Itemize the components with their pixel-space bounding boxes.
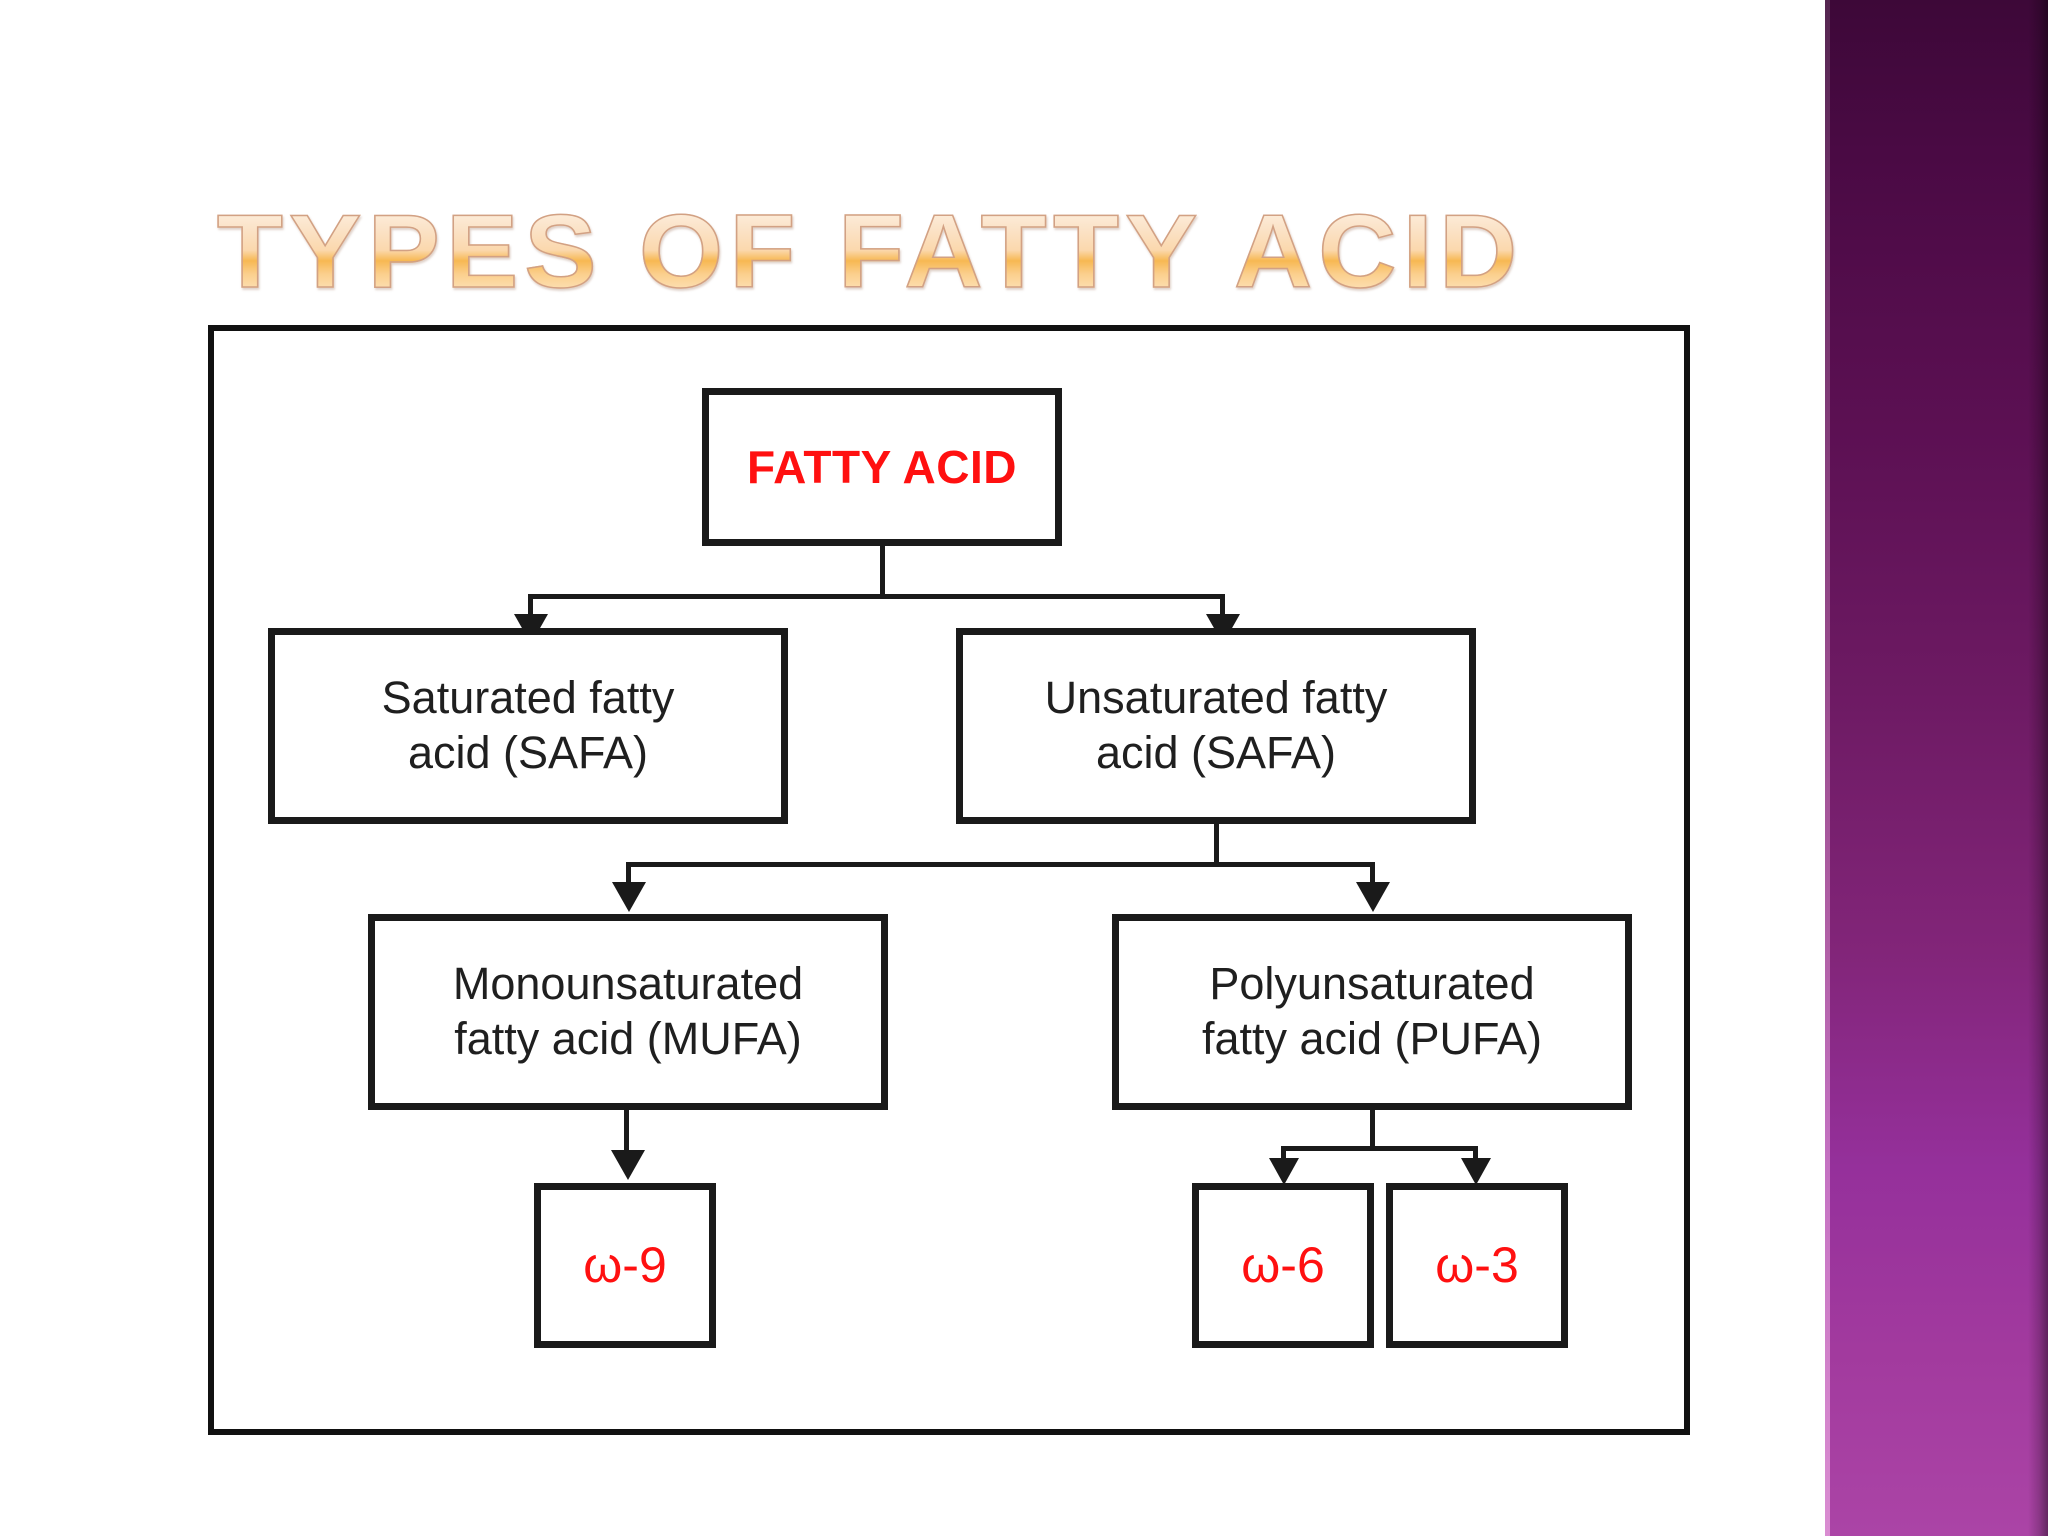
connector-to-omega3 <box>1473 1146 1478 1166</box>
connector-mufa-to-omega9 <box>624 1110 629 1155</box>
node-unsaturated-fatty-acid: Unsaturated fatty acid (SAFA) <box>956 628 1476 824</box>
side-band-highlight-edge <box>1825 0 1830 1536</box>
arrowhead-omega9-icon <box>611 1150 645 1180</box>
side-band-shadow-edge <box>2028 0 2048 1536</box>
node-pufa-line-2: fatty acid (PUFA) <box>1201 1013 1543 1064</box>
node-omega-9-label: ω-9 <box>583 1237 667 1293</box>
node-omega-3-label: ω-3 <box>1435 1237 1519 1293</box>
node-polyunsaturated-fatty-acid: Polyunsaturated fatty acid (PUFA) <box>1112 914 1632 1110</box>
arrowhead-pufa-icon <box>1356 882 1390 912</box>
node-monounsaturated-fatty-acid: Monounsaturated fatty acid (MUFA) <box>368 914 888 1110</box>
connector-level2-bus <box>626 862 1218 867</box>
node-saturated-line-2: acid (SAFA) <box>407 727 649 778</box>
node-pufa-line-1: Polyunsaturated <box>1209 958 1535 1010</box>
connector-to-pufa <box>1370 862 1375 890</box>
node-mufa-line-1: Monounsaturated <box>452 958 804 1010</box>
node-saturated-fatty-acid-label: Saturated fatty acid (SAFA) <box>382 671 675 781</box>
connector-to-mufa <box>626 862 631 890</box>
connector-to-safa <box>528 594 533 622</box>
arrowhead-mufa-icon <box>612 882 646 912</box>
arrowhead-omega3-icon <box>1461 1158 1491 1185</box>
connector-level2-bus-right <box>1213 862 1375 867</box>
node-saturated-line-1: Saturated fatty <box>381 672 675 724</box>
connector-pufa-stem <box>1370 1110 1375 1148</box>
node-omega-6: ω-6 <box>1192 1183 1374 1348</box>
connector-to-omega6 <box>1281 1146 1286 1166</box>
node-fatty-acid-label: FATTY ACID <box>747 440 1017 493</box>
node-omega-3: ω-3 <box>1386 1183 1568 1348</box>
arrowhead-omega6-icon <box>1269 1158 1299 1185</box>
connector-to-unsaturated <box>1220 594 1225 622</box>
slide-title-container: TYPES OF FATTY ACID <box>216 193 1518 311</box>
node-saturated-fatty-acid: Saturated fatty acid (SAFA) <box>268 628 788 824</box>
node-mufa-line-2: fatty acid (MUFA) <box>454 1013 802 1064</box>
node-omega-9: ω-9 <box>534 1183 716 1348</box>
node-omega-6-label: ω-6 <box>1241 1237 1325 1293</box>
node-monounsaturated-fatty-acid-label: Monounsaturated fatty acid (MUFA) <box>453 957 803 1067</box>
connector-level3-bus <box>1281 1146 1478 1151</box>
node-unsaturated-fatty-acid-label: Unsaturated fatty acid (SAFA) <box>1045 671 1388 781</box>
node-polyunsaturated-fatty-acid-label: Polyunsaturated fatty acid (PUFA) <box>1202 957 1542 1067</box>
node-unsaturated-line-2: acid (SAFA) <box>1095 727 1337 778</box>
node-unsaturated-line-1: Unsaturated fatty <box>1044 672 1388 724</box>
connector-unsaturated-stem <box>1214 824 1219 866</box>
connector-level1-bus <box>528 594 1225 599</box>
connector-fattyacid-stem <box>880 546 885 598</box>
page-title: TYPES OF FATTY ACID <box>216 193 1524 311</box>
decorative-side-band <box>1825 0 2048 1536</box>
node-fatty-acid: FATTY ACID <box>702 388 1062 546</box>
